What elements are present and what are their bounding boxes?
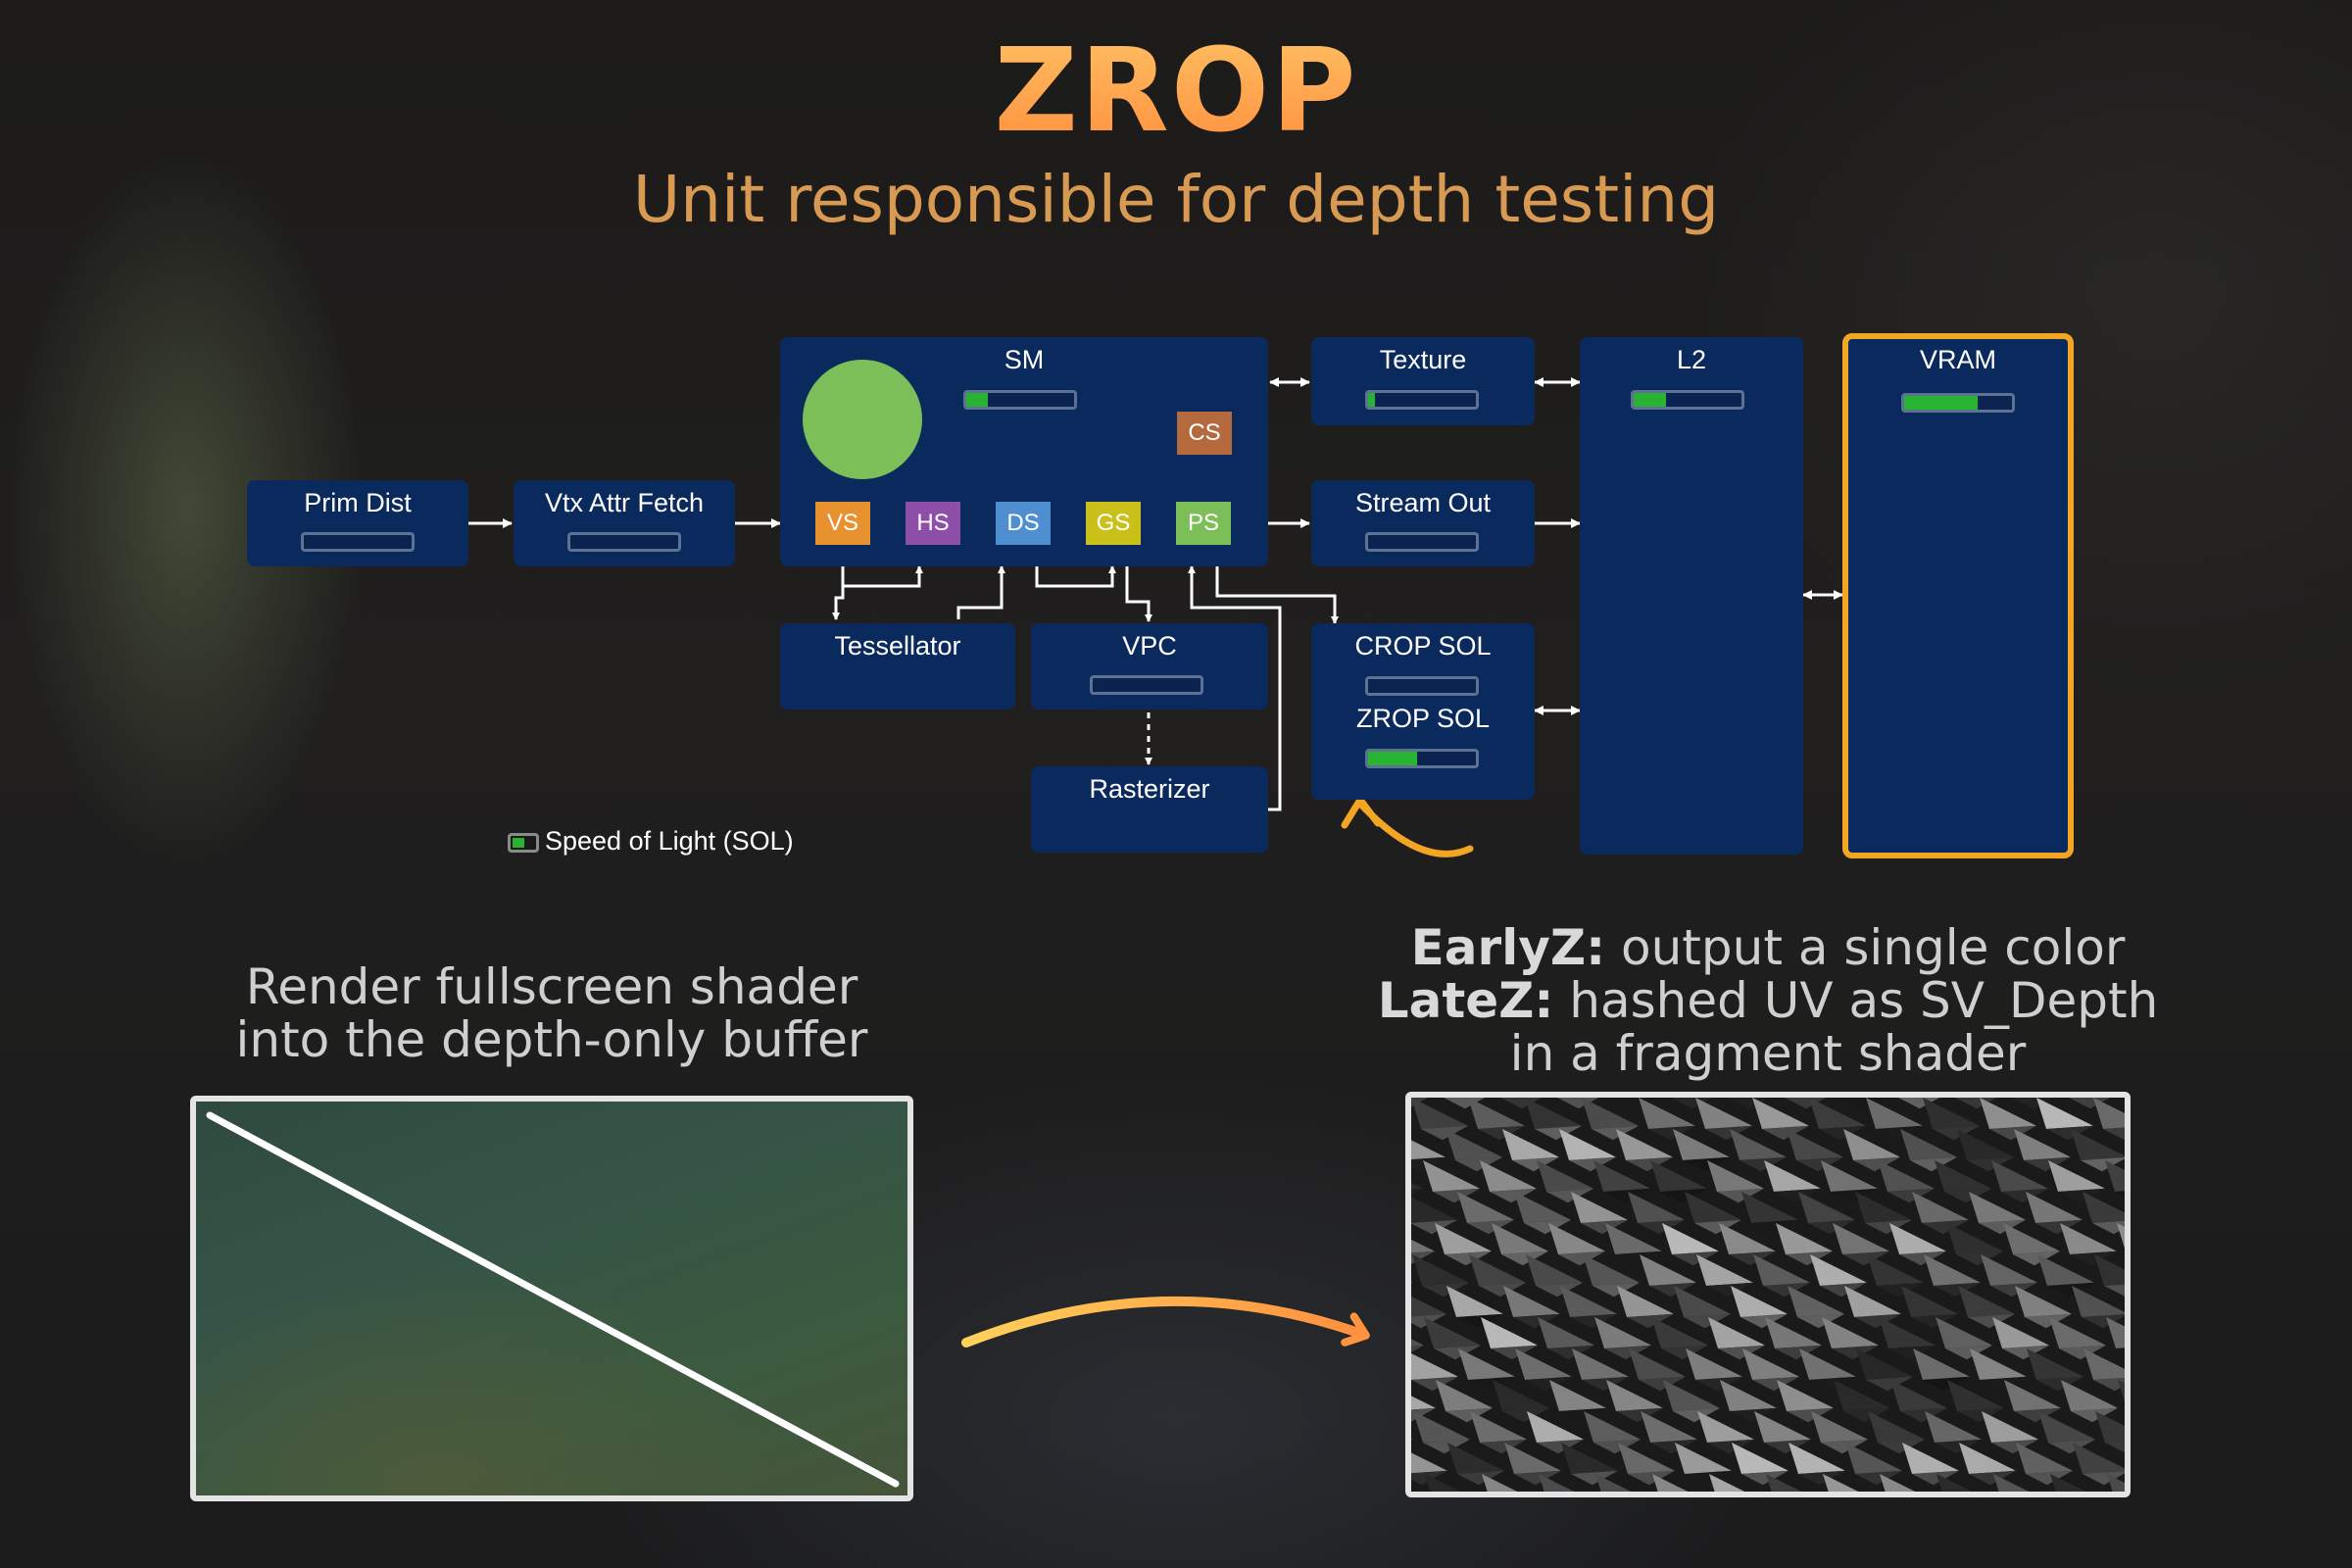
unit-label: Rasterizer [1089,774,1210,804]
arrow-rasterizer-to-ps [1188,565,1282,811]
unit-label: Prim Dist [304,488,412,517]
unit-label: SM [1004,345,1045,374]
unit-rasterizer: Rasterizer [1031,766,1268,853]
sol-bar [1631,390,1744,410]
unit-label: Tessellator [834,631,961,661]
sol-fill [966,393,988,407]
unit-label: VPC [1122,631,1177,661]
unit-vtx-attr-fetch: Vtx Attr Fetch [514,480,735,566]
sol-legend-text: Speed of Light (SOL) [545,826,794,856]
unit-tessellator: Tessellator [780,623,1015,710]
transition-arrow [961,1296,1370,1348]
page-title: ZROP [0,26,2352,155]
unit-label: VRAM [1919,345,1996,374]
sol-fill [1368,393,1375,407]
stage-hs: HS [906,502,960,545]
right-caption-early: EarlyZ: output a single color [1274,921,2262,974]
sol-bar [963,390,1077,410]
right-caption-late: LateZ: hashed UV as SV_Depth [1274,974,2262,1027]
unit-label: CROP SOL [1354,631,1492,661]
sol-fill [1634,393,1666,407]
sol-bar [1365,390,1479,410]
stage-ds: DS [996,502,1051,545]
sol-legend-swatch [508,833,539,853]
stage-cs: CS [1177,412,1232,455]
earlyz-label: EarlyZ: [1410,919,1606,976]
stage-vs: VS [815,502,870,545]
unit-label: ZROP SOL [1355,704,1491,733]
latez-label: LateZ: [1377,972,1554,1029]
hashed-depth-preview [1405,1092,2131,1497]
earlyz-text: output a single color [1605,919,2126,976]
sm-occupancy-circle [803,360,922,479]
unit-prim-dist: Prim Dist [247,480,468,566]
sol-bar [1901,393,2015,413]
unit-label: L2 [1676,345,1707,374]
arrow-to-tessellator [832,586,845,620]
sol-fill [1904,396,1978,410]
arrow-to-vpc [1125,566,1152,622]
unit-label: Stream Out [1354,488,1492,517]
arrow-ps-to-crop [1215,566,1339,624]
sol-bar [1365,532,1479,552]
fullscreen-triangle-diagonal [206,1111,900,1488]
stage-gs: GS [1086,502,1141,545]
zrop-pointer-arrow [1356,800,1474,858]
unit-stream-out: Stream Out [1311,480,1535,566]
zrop-sol-bar [1365,749,1479,768]
depth-buffer-preview [190,1096,913,1501]
right-caption: EarlyZ: output a single color LateZ: has… [1274,921,2262,1080]
unit-vram: VRAM [1842,333,2074,858]
unit-sm: SM CS VS HS DS GS PS [780,337,1268,566]
right-caption-line3: in a fragment shader [1509,1025,2027,1082]
sol-bar [1090,675,1203,695]
unit-texture: Texture [1311,337,1535,425]
unit-label: Texture [1379,345,1467,374]
zrop-pointer-arrowhead [1341,796,1382,829]
latez-text: hashed UV as SV_Depth [1553,972,2159,1029]
unit-crop-zrop: CROP SOL ZROP SOL [1311,623,1535,800]
arrow-vs-hs [841,565,923,588]
arrow-tess-to-ds [956,565,1005,619]
sol-bar [301,532,415,552]
hashed-depth-pattern [1411,1098,2125,1492]
unit-label: Vtx Attr Fetch [544,488,705,517]
unit-vpc: VPC [1031,623,1268,710]
left-caption-line2: into the depth-only buffer [235,1011,868,1068]
stage-ps: PS [1176,502,1231,545]
unit-l2: L2 [1580,337,1803,855]
page-subtitle: Unit responsible for depth testing [632,162,1720,237]
sol-legend: Speed of Light (SOL) [508,826,794,857]
sol-fill [1368,752,1417,765]
left-caption-line1: Render fullscreen shader [245,958,858,1015]
sol-bar [567,532,681,552]
crop-sol-bar [1365,676,1479,696]
left-caption: Render fullscreen shader into the depth-… [190,960,913,1066]
arrow-ds-gs [1035,565,1116,588]
